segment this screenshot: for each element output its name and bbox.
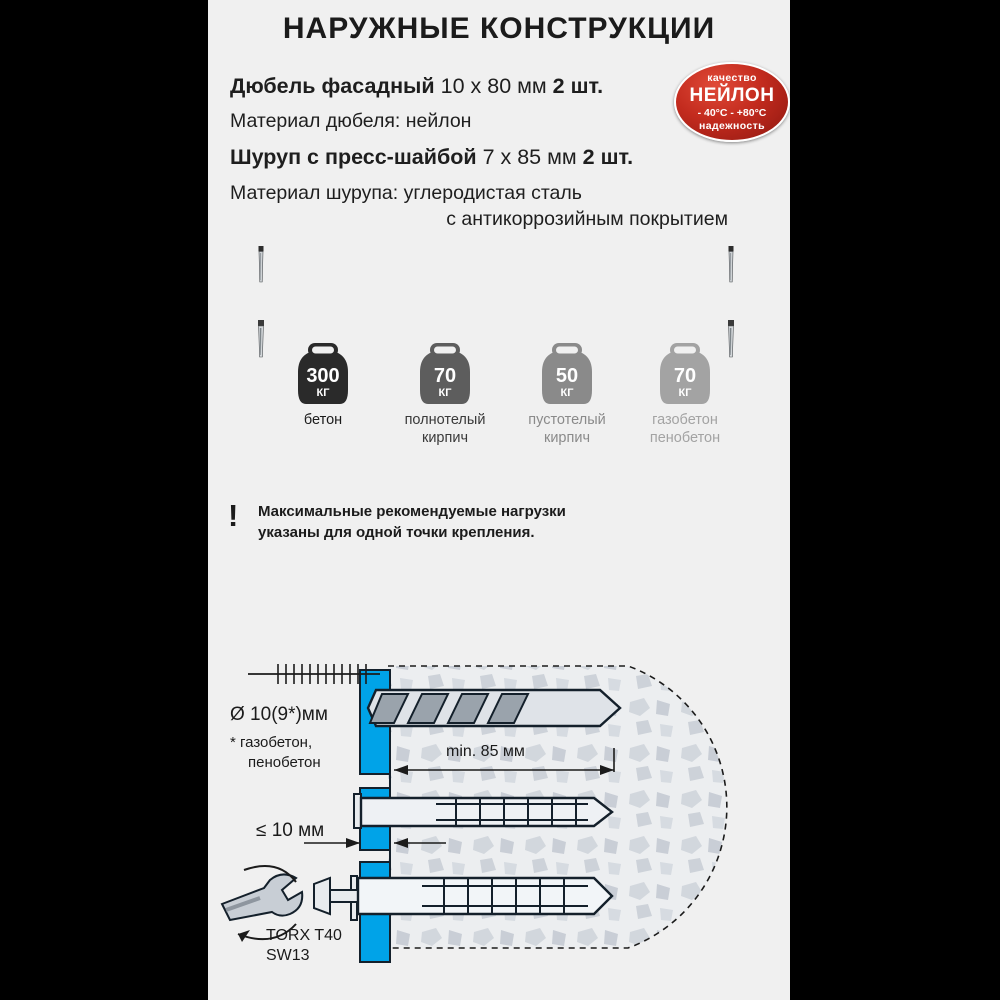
gap-dimension [304,838,446,848]
spec-dowel-size: 10 x 80 мм [440,74,547,98]
spec-screw-size: 7 x 85 мм [482,145,577,169]
spec-dowel-name: Дюбель фасадный [230,74,435,98]
nylon-quality-badge: качество НЕЙЛОН - 40°C - +80°C надежност… [674,62,790,142]
page-title: НАРУЖНЫЕ КОНСТРУКЦИИ [282,12,716,45]
load-label-line2: кирпич [421,429,468,446]
weight-value: 300 [306,365,339,387]
max-gap-label: ≤ 10 мм [256,820,325,841]
weight-value: 50 [556,365,578,387]
load-capacity-row: 300 КГ бетон 70 КГ [208,338,790,468]
tool-sw-label: SW13 [266,947,310,964]
weight-unit: КГ [439,387,453,399]
exclamation-icon: ! [228,498,239,533]
installation-diagram-svg [220,664,728,963]
weight-icon: 70 КГ [658,338,712,404]
spec-screw-name: Шуруп с пресс-шайбой [230,145,477,169]
load-label: бетон [258,412,388,430]
load-item-hollow-brick: 50 КГ пустотелый кирпич [502,338,632,447]
dowel-with-screw [313,875,614,921]
drill-footnote-line1: * газобетон, [230,734,313,751]
screw-head-hex [313,876,331,916]
weight-unit: КГ [561,387,575,399]
drill-diameter-label: Ø 10(9*)мм [230,704,328,725]
load-label-line2: пенобетон [649,429,721,446]
load-label-line1: бетон [303,412,343,428]
badge-material-label: НЕЙЛОН [689,85,775,106]
spec-line-screw: Шуруп с пресс-шайбой 7 x 85 мм 2 шт. [230,145,770,170]
spec-dowel-material: Материал дюбеля: нейлон [230,110,472,132]
load-label-line2: кирпич [543,429,590,446]
load-label: газобетон пенобетон [620,412,750,447]
drill-bit-schematic [248,664,380,684]
load-item-aerated-concrete: 70 КГ газобетон пенобетон [620,338,750,447]
warning-note-text: Максимальные рекомендуемые нагрузки указ… [258,501,628,544]
product-label-card: НАРУЖНЫЕ КОНСТРУКЦИИ Дюбель фасадный 10 … [208,0,790,1000]
min-depth-dimension [394,748,615,775]
screw-photo-top-left [256,246,266,284]
spec-line-dowel: Дюбель фасадный 10 x 80 мм 2 шт. [230,74,770,99]
load-label-line1: полнотелый [404,412,486,428]
spec-screw-coating: с антикоррозийным покрытием [446,208,728,230]
warning-line-1: Максимальные рекомендуемые нагрузки [258,503,566,520]
spec-screw-material: Материал шурупа: углеродистая сталь [230,182,582,204]
spec-screw-qty: 2 шт. [582,145,634,169]
load-label-line1: газобетон [652,412,718,428]
screw-photo-bottom-right [726,320,736,358]
screw-photo-bottom-left [256,320,266,358]
weight-value: 70 [434,365,456,387]
load-label-line1: пустотелый [528,412,606,428]
installation-diagram: Ø 10(9*)мм * газобетон, пенобетон min. 8… [208,648,790,978]
weight-icon: 70 КГ [418,338,472,404]
drill-footnote-line2: пенобетон [248,754,321,771]
load-item-solid-brick: 70 КГ полнотелый кирпич [380,338,510,447]
load-label: полнотелый кирпич [380,412,510,447]
load-label: пустотелый кирпич [502,412,632,447]
weight-unit: КГ [679,387,693,399]
wrench-icon [220,865,304,942]
weight-icon: 50 КГ [540,338,594,404]
badge-quality-label: качество [707,72,757,84]
tool-torx-label: TORX T40 [266,927,342,944]
drill-bit-in-wall [366,688,622,728]
load-item-concrete: 300 КГ бетон [258,338,388,430]
min-depth-label: min. 85 мм [446,743,525,760]
screw-shank [329,889,359,903]
weight-unit: КГ [317,387,331,399]
badge-temperature-label: - 40°C - +80°C [697,107,767,119]
wall-outline-dashed [388,665,728,949]
warning-line-2: указаны для одной точки крепления. [258,524,535,542]
weight-value: 70 [674,365,696,387]
screw-photo-top-right [726,246,736,284]
badge-reliability-label: надежность [698,120,766,132]
dowel-middle [353,793,614,829]
spec-dowel-qty: 2 шт. [552,74,604,98]
weight-icon: 300 КГ [296,338,350,404]
